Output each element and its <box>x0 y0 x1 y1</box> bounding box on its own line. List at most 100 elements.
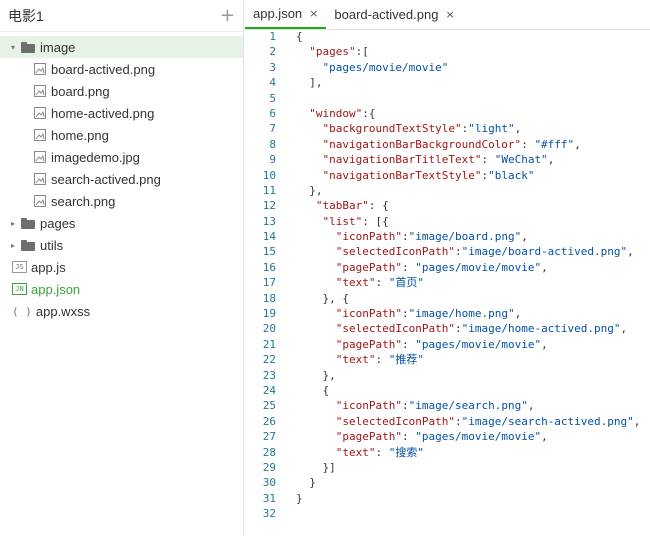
code-line: 29 }] <box>245 460 650 475</box>
line-number: 1 <box>269 30 276 43</box>
close-icon[interactable]: × <box>309 6 319 20</box>
json-string: "black" <box>488 168 535 182</box>
json-punct: : <box>481 153 495 167</box>
tree-item-label: board-actived.png <box>51 61 156 77</box>
code-text: ], <box>296 75 322 90</box>
line-number: 10 <box>262 168 276 182</box>
tree-item-label: utils <box>40 237 64 253</box>
code-text: "window":{ <box>296 106 375 121</box>
json-punct: }, { <box>296 291 349 305</box>
code-line: 20 "selectedIconPath":"image/home-active… <box>245 321 650 336</box>
json-punct <box>296 215 323 228</box>
json-punct: : <box>401 399 409 413</box>
code-text: "selectedIconPath":"image/search-actived… <box>296 414 641 429</box>
code-text: }] <box>296 460 335 475</box>
tree-item-label: board.png <box>51 83 110 99</box>
caret-down-icon[interactable]: ▾ <box>10 42 15 52</box>
caret-right-icon[interactable]: ▸ <box>10 218 15 228</box>
code-text: "iconPath":"image/search.png", <box>296 398 535 413</box>
json-punct: , <box>514 122 522 136</box>
project-header: 电影1 + <box>0 0 243 32</box>
json-punct: : <box>454 414 462 428</box>
json-string: "#fff" <box>534 137 575 151</box>
json-punct: , <box>620 322 628 336</box>
tab-board-actived-png[interactable]: board-actived.png× <box>326 0 462 29</box>
json-key: "text" <box>335 445 376 459</box>
code-line: 32 <box>245 506 650 521</box>
json-key: "selectedIconPath" <box>335 322 455 336</box>
code-text: { <box>296 383 329 398</box>
json-punct: : [{ <box>362 214 389 228</box>
tree-item-search-png[interactable]: search.png <box>0 190 243 212</box>
line-number: 15 <box>262 245 276 259</box>
tree-item-app-json[interactable]: JN app.json <box>0 278 243 300</box>
line-number: 25 <box>262 399 276 413</box>
line-number: 18 <box>262 291 276 305</box>
tree-item-search-actived-png[interactable]: search-actived.png <box>0 168 243 190</box>
line-number: 21 <box>262 337 276 351</box>
tree-item-label: app.wxss <box>35 303 91 319</box>
json-key: "navigationBarTextStyle" <box>322 168 482 182</box>
line-number: 23 <box>262 368 276 382</box>
code-line: 27 "pagePath": "pages/movie/movie", <box>245 429 650 444</box>
json-punct <box>296 307 336 320</box>
tree-item-pages[interactable]: ▸pages <box>0 212 243 234</box>
tree-item-home-actived-png[interactable]: home-actived.png <box>0 102 243 124</box>
code-line: 24 { <box>245 383 650 398</box>
tree-item-label: home.png <box>51 127 109 143</box>
image-file-icon <box>34 85 46 97</box>
json-key: "navigationBarBackgroundColor" <box>322 137 522 151</box>
close-icon[interactable]: × <box>445 7 455 21</box>
json-punct: , <box>527 399 535 413</box>
tree-item-label: search-actived.png <box>51 171 161 187</box>
add-file-icon[interactable]: + <box>219 4 235 26</box>
code-line: 9 "navigationBarTitleText": "WeChat", <box>245 152 650 167</box>
code-text: "list": [{ <box>296 214 389 229</box>
tree-item-label: home-actived.png <box>51 105 155 121</box>
code-line: 14 "iconPath":"image/board.png", <box>245 229 650 244</box>
tree-item-imagedemo-jpg[interactable]: imagedemo.jpg <box>0 146 243 168</box>
line-number: 14 <box>262 230 276 244</box>
line-number: 13 <box>262 214 276 228</box>
code-line: 8 "navigationBarBackgroundColor": "#fff"… <box>245 137 650 152</box>
json-string: "image/search-actived.png" <box>461 414 634 428</box>
code-line: 11 }, <box>245 183 650 198</box>
line-number: 16 <box>262 260 276 274</box>
json-string: "推荐" <box>388 353 424 367</box>
js-file-icon: JS <box>12 261 27 273</box>
json-punct: : { <box>368 199 389 213</box>
json-punct: , <box>627 245 634 259</box>
caret-right-icon[interactable]: ▸ <box>10 240 15 250</box>
tree-item-app-wxss[interactable]: ( )app.wxss <box>0 300 243 322</box>
code-text: "pagePath": "pages/movie/movie", <box>296 337 548 352</box>
tree-item-image[interactable]: ▾ image <box>0 36 243 58</box>
tree-item-home-png[interactable]: home.png <box>0 124 243 146</box>
json-punct <box>296 169 323 182</box>
line-number: 24 <box>262 383 276 397</box>
tree-item-utils[interactable]: ▸ utils <box>0 234 243 256</box>
json-file-icon: JN <box>12 283 27 295</box>
tree-item-label: image <box>40 39 76 55</box>
json-key: "selectedIconPath" <box>335 414 455 428</box>
json-punct <box>296 322 336 335</box>
tab-app-json[interactable]: app.json× <box>245 0 327 29</box>
code-line: 17 "text": "首页" <box>245 275 650 290</box>
tree-item-label: app.json <box>31 281 81 297</box>
tree-item-board-actived-png[interactable]: board-actived.png <box>0 58 243 80</box>
json-key: "selectedIconPath" <box>335 245 455 259</box>
json-string: "light" <box>468 122 515 136</box>
json-punct <box>296 399 336 412</box>
line-number: 4 <box>269 76 276 90</box>
json-string: "pages/movie/movie" <box>415 430 542 444</box>
json-punct: , <box>521 230 528 244</box>
json-key: "pagePath" <box>335 260 402 274</box>
code-text: "navigationBarTitleText": "WeChat", <box>296 152 555 167</box>
json-key: "list" <box>322 214 363 228</box>
tree-item-board-png[interactable]: board.png <box>0 80 243 102</box>
json-punct: : <box>454 245 462 259</box>
json-punct <box>296 276 336 289</box>
image-file-icon <box>34 63 46 75</box>
json-punct <box>296 446 336 459</box>
